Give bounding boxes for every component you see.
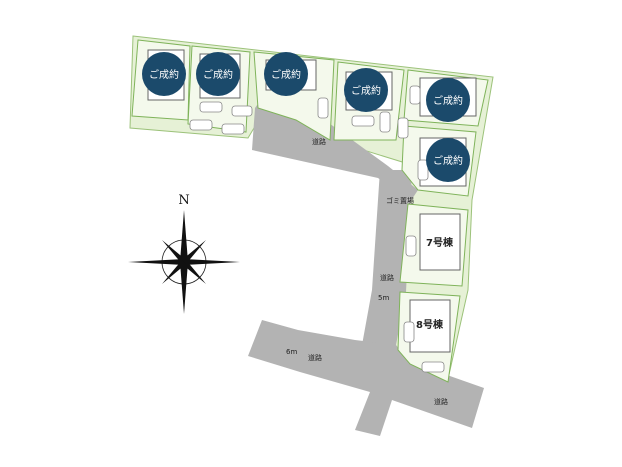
compass-north-label: N xyxy=(178,193,189,208)
lot-2-badge-text: ご成約 xyxy=(203,68,233,81)
lot-5-badge-text: ご成約 xyxy=(433,94,463,107)
lot-4-badge-text: ご成約 xyxy=(351,84,381,97)
lot-5-badge xyxy=(426,78,470,122)
upper-road xyxy=(252,98,418,202)
lot-7-house xyxy=(419,213,461,271)
vertical-road-width: 5m xyxy=(378,294,389,302)
parking-cars xyxy=(189,85,445,373)
lower-road-width: 6m xyxy=(286,348,297,356)
lot-6-badge xyxy=(426,138,470,182)
compass-rose-icon xyxy=(128,210,240,314)
lot-4-badge xyxy=(344,68,388,112)
sold-badges: ご成約 ご成約 ご成約 ご成約 ご成約 ご成約 xyxy=(142,52,470,182)
lot-1-badge xyxy=(142,52,186,96)
lot-8-house xyxy=(409,299,451,353)
lot-6-badge-text: ご成約 xyxy=(433,154,463,167)
garbage-station-label: ゴミ置場 xyxy=(386,196,414,205)
lot-3-badge-text: ご成約 xyxy=(271,68,301,81)
upper-road-label: 道路 xyxy=(312,137,326,146)
lot-1-badge-text: ご成約 xyxy=(149,68,179,81)
lower-left-road-label: 道路 xyxy=(308,353,322,362)
lot-8-label: 8号棟 xyxy=(416,318,444,331)
lower-road xyxy=(248,320,484,436)
vertical-road-label: 道路 xyxy=(380,273,394,282)
lot-2-badge xyxy=(196,52,240,96)
lot-7-label: 7号棟 xyxy=(426,236,454,249)
lot-3-badge xyxy=(264,52,308,96)
lower-right-road-label: 道路 xyxy=(434,397,448,406)
